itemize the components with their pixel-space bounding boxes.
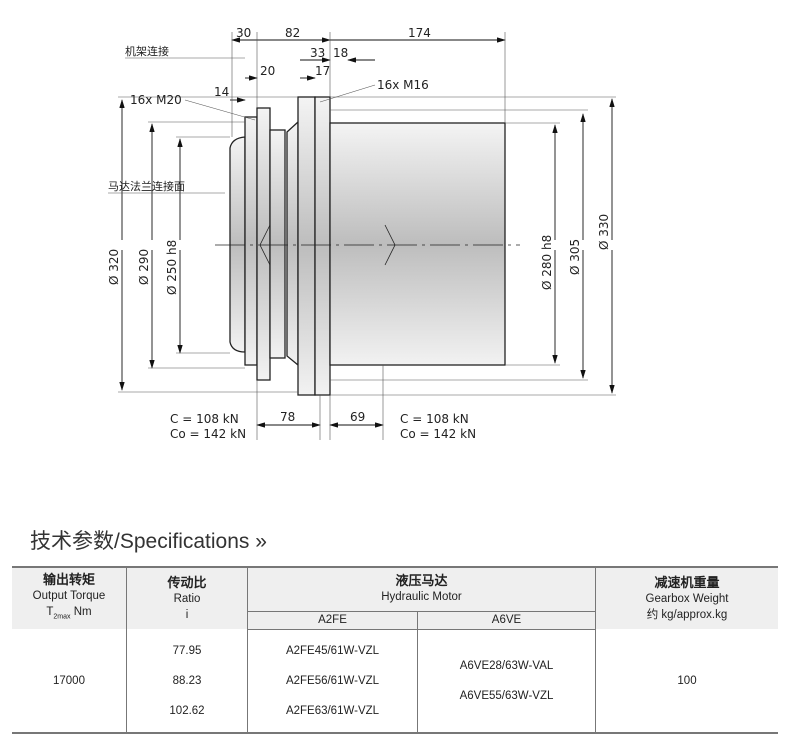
dim-30: 30 [236, 26, 251, 40]
header-weight-unit: 约 kg/approx.kg [646, 608, 728, 621]
header-ratio-cn: 传动比 [167, 574, 207, 590]
section-title: 技术参数/Specifications » [30, 530, 267, 553]
unit-sub: 2max [53, 613, 71, 621]
dim-14: 14 [214, 85, 229, 99]
dia-250: Ø 250 h8 [165, 240, 179, 295]
a6ve-model: A6VE28/63W-VAL [459, 659, 554, 672]
header-torque: 输出转矩 Output Torque T2max Nm [12, 566, 127, 629]
header-motor: 液压马达 Hydraulic Motor [247, 566, 596, 611]
header-motor-cn: 液压马达 [395, 573, 448, 589]
dim-174: 174 [408, 26, 431, 40]
unit-t: T [46, 605, 54, 618]
header-ratio: 传动比 Ratio i [126, 566, 248, 629]
ratio-value: 102.62 [169, 704, 205, 717]
a2fe-model: A2FE63/61W-VZL [285, 704, 380, 717]
cell-a6ve: A6VE28/63W-VAL A6VE55/63W-VZL [417, 629, 596, 734]
load-co-left: Co = 142 kN [170, 427, 246, 441]
ratio-value: 88.23 [172, 674, 202, 687]
a2fe-model: A2FE45/61W-VZL [285, 644, 380, 657]
gearbox-body [229, 96, 506, 396]
dim-69: 69 [350, 410, 365, 424]
motor-flange-label: 马达法兰连接面 [108, 179, 185, 193]
dim-33: 33 [310, 46, 325, 60]
dim-78: 78 [280, 410, 295, 424]
load-c-right: C = 108 kN [400, 412, 469, 426]
dimension-lines [119, 37, 615, 428]
table-row: 17000 77.95 88.23 102.62 A2FE45/61W-VZL … [12, 629, 778, 734]
unit-nm: Nm [70, 605, 92, 618]
header-weight: 减速机重量 Gearbox Weight 约 kg/approx.kg [595, 566, 778, 629]
load-c-left: C = 108 kN [170, 412, 239, 426]
frame-connection-label: 机架连接 [125, 44, 169, 58]
a2fe-model: A2FE56/61W-VZL [285, 674, 380, 687]
dia-305: Ø 305 [568, 239, 582, 275]
extension-lines [108, 32, 616, 440]
dim-82: 82 [285, 26, 300, 40]
cell-ratios: 77.95 88.23 102.62 [126, 629, 248, 734]
load-co-right: Co = 142 kN [400, 427, 476, 441]
gearbox-dimension-drawing: 30 82 174 33 18 20 17 14 机架连接 马达法兰连接面 16… [107, 26, 616, 441]
dim-20: 20 [260, 64, 275, 78]
center-line [215, 224, 520, 266]
header-torque-unit: T2max Nm [12, 604, 126, 625]
header-motor-en: Hydraulic Motor [381, 591, 462, 604]
cell-a2fe: A2FE45/61W-VZL A2FE56/61W-VZL A2FE63/61W… [247, 629, 418, 734]
header-a2fe: A2FE [247, 610, 418, 630]
a6ve-model: A6VE55/63W-VZL [459, 689, 554, 702]
bolt-right-label: 16x M16 [377, 78, 429, 92]
header-torque-cn: 输出转矩 [42, 571, 95, 587]
dia-290: Ø 290 [137, 249, 151, 285]
specifications-table: 输出转矩 Output Torque T2max Nm 传动比 Ratio i … [12, 566, 778, 734]
dia-280: Ø 280 h8 [540, 235, 554, 290]
header-ratio-unit: i [185, 608, 189, 621]
dim-18: 18 [333, 46, 348, 60]
dim-17: 17 [315, 64, 330, 78]
cell-torque: 17000 [12, 629, 127, 734]
dia-320: Ø 320 [107, 249, 121, 285]
dimension-labels: 30 82 174 33 18 20 17 14 机架连接 马达法兰连接面 16… [107, 26, 611, 441]
ratio-value: 77.95 [172, 644, 202, 657]
header-weight-cn: 减速机重量 [654, 574, 720, 590]
header-ratio-en: Ratio [173, 592, 201, 605]
dia-330: Ø 330 [597, 214, 611, 250]
cell-weight: 100 [595, 629, 778, 734]
header-weight-en: Gearbox Weight [645, 592, 729, 605]
bolt-left-label: 16x M20 [130, 93, 182, 107]
header-a6ve: A6VE [417, 610, 596, 630]
header-torque-en: Output Torque [32, 589, 106, 602]
